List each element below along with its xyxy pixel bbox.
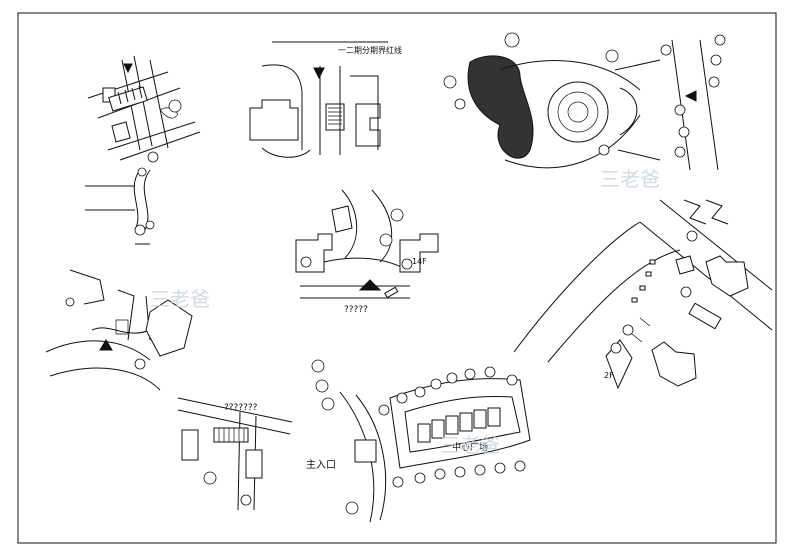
vignette-crossing: [87, 55, 201, 163]
label-boundary-note: 一二期分期界红线: [338, 45, 402, 55]
vignette-center-14f: 14F ?????: [295, 189, 439, 315]
label-bottom-left-placeholder: ???????: [224, 403, 258, 413]
tree-row: [443, 32, 726, 158]
label-14f: 14F: [412, 257, 427, 266]
vignette-roundabout: [443, 32, 726, 171]
vignette-left-site: [45, 269, 193, 391]
vignette-central-square: 主入口 中心广场: [306, 359, 531, 523]
label-main-entrance: 主入口: [306, 459, 336, 471]
vignette-curved-path: [85, 167, 155, 245]
watermark: 三老爸: [440, 433, 500, 457]
small-markers: [631, 259, 656, 303]
watermark: 三老爸: [600, 167, 660, 191]
tree-ring: [311, 359, 526, 515]
building-row: [417, 407, 501, 443]
vignette-boundary-building: 一二期分期界红线: [249, 41, 402, 158]
vignette-right-villas: 2F: [513, 199, 773, 390]
crosswalk: [108, 85, 148, 112]
vignette-bottom-left: ???????: [177, 397, 293, 511]
label-2f: 2F: [604, 371, 614, 380]
label-central-square: 中心广场: [452, 441, 488, 453]
sheet-border: [17, 12, 777, 544]
label-center-placeholder: ?????: [344, 305, 368, 315]
watermark: 三老爸: [150, 287, 210, 311]
